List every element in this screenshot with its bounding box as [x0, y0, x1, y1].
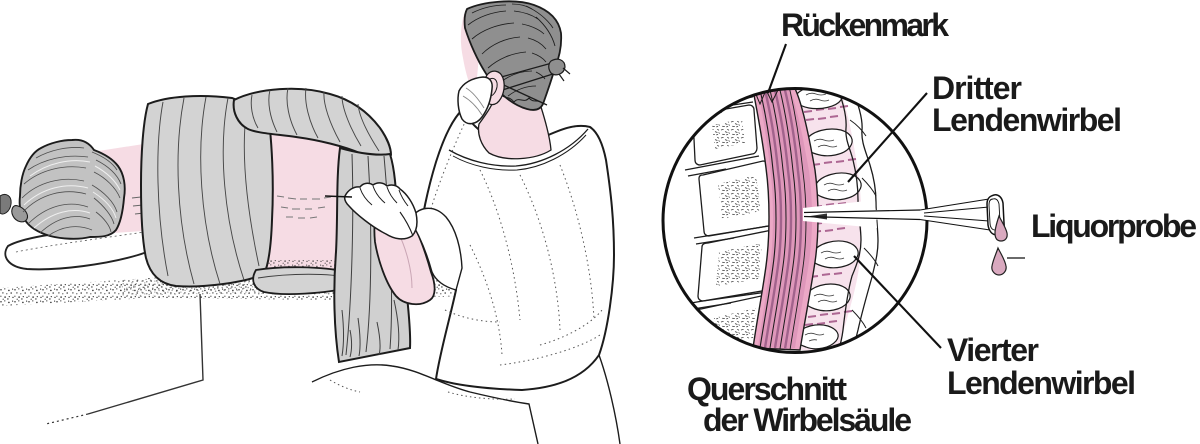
svg-text:Lendenwirbel: Lendenwirbel: [932, 102, 1122, 138]
svg-text:Dritter: Dritter: [932, 70, 1022, 106]
svg-text:der Wirbelsäule: der Wirbelsäule: [703, 402, 912, 438]
svg-text:Rückenmark: Rückenmark: [781, 7, 949, 43]
svg-text:Vierter: Vierter: [947, 332, 1039, 368]
svg-text:Lendenwirbel: Lendenwirbel: [947, 365, 1136, 401]
svg-text:Querschnitt: Querschnitt: [687, 371, 847, 407]
svg-text:Liquorprobe: Liquorprobe: [1031, 208, 1197, 244]
